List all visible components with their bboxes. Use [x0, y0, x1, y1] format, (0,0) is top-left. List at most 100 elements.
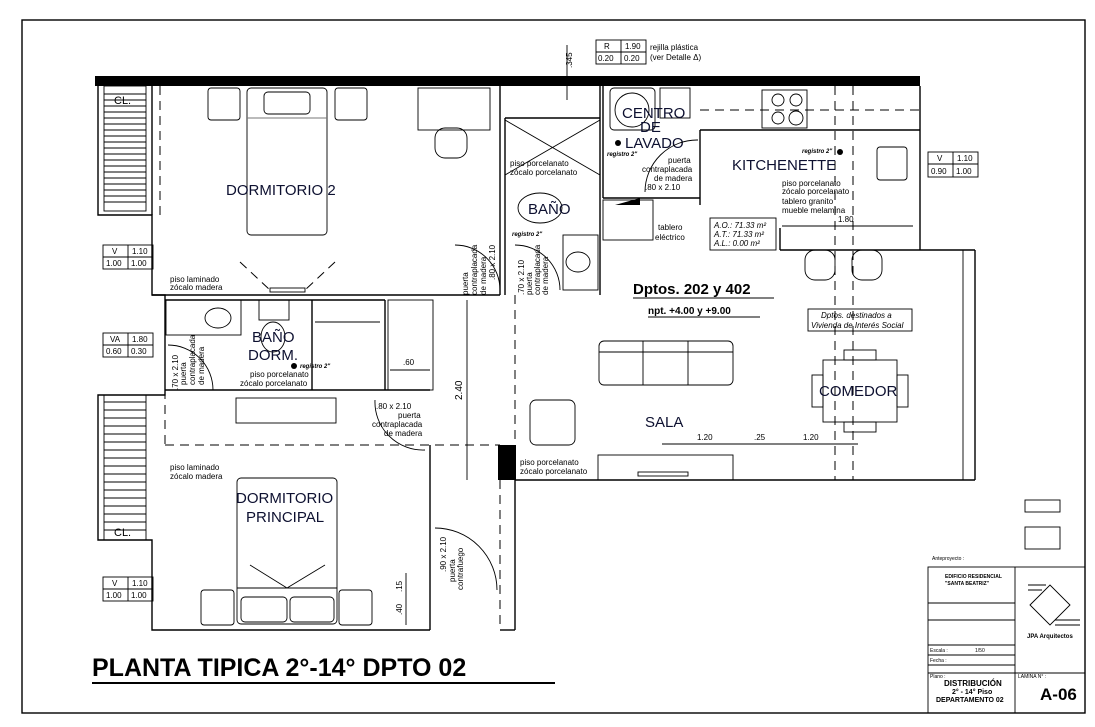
drawing-title: PLANTA TIPICA 2°-14° DPTO 02 — [92, 654, 466, 682]
notes-piso-porcelanato-text: piso porcelanato — [782, 179, 841, 188]
apartment-area-l-text: A.L.: 0.00 m² — [713, 239, 760, 248]
title-block-plano-3-text: DEPARTAMENTO 02 — [936, 697, 1004, 704]
window-tables-4-a-text: 1.00 — [106, 591, 122, 600]
notes-puerta-text: puerta — [461, 272, 470, 295]
sheet-border — [21, 19, 1086, 714]
notes-piso-porcelanato-text: piso porcelanato — [520, 458, 579, 467]
window-tables-2-h-text: 1.10 — [132, 247, 148, 256]
room-label-kitchenette: KITCHENETTE — [732, 157, 836, 174]
title-block: Anteproyecto : EDIFICIO RESIDENCIAL "SAN… — [927, 499, 1086, 714]
window-table-kitchen: V 1.10 0.90 1.00 — [927, 151, 979, 178]
window-table-r: R 1.90 0.20 0.20 rejilla plástica (ver D… — [595, 39, 701, 65]
title-block-fecha-label-text: Fecha : — [930, 658, 947, 664]
title-block-project-2-text: "SANTA BEATRIZ" — [945, 581, 990, 587]
window-tables-1-type-text: V — [937, 154, 943, 163]
rooms-bano-dorm-2-text: DORM. — [248, 347, 298, 364]
laundry-fixtures — [609, 87, 691, 131]
title-block-plano-label-text: Plano : — [930, 674, 946, 680]
dimensions-d120b-text: 1.20 — [803, 433, 819, 442]
rooms-dorm-principal-2-text: PRINCIPAL — [246, 509, 324, 526]
notes-puerta-text: puerta — [448, 559, 457, 582]
window-tables-4-b-text: 1.00 — [131, 591, 147, 600]
window-tables-1-a-text: 0.90 — [931, 167, 947, 176]
apartment-social-1-text: Dptos. destinados a — [821, 311, 892, 320]
notes-de-madera-text: de madera — [384, 429, 423, 438]
notes-contraplacada-text: contraplacada — [470, 244, 479, 295]
rooms-closet-text: CL. — [114, 95, 131, 107]
notes-registro-text: registro 2" — [607, 152, 637, 158]
dimensions-d25-text: .25 — [754, 433, 766, 442]
notes-mueble-melamina-text: mueble melamina — [782, 206, 846, 215]
sink — [876, 146, 908, 181]
window-tables-3-type-text: VA — [110, 335, 121, 344]
window-tables-4-h-text: 1.10 — [132, 579, 148, 588]
window-tables-0-a-text: 0.20 — [598, 54, 614, 63]
sheet-number: A-06 — [1040, 685, 1077, 704]
room-label-dormitorio-2: DORMITORIO 2 — [226, 182, 336, 199]
dimensions-d40-text: .40 — [395, 603, 404, 615]
notes-registro-text: registro 2" — [300, 364, 330, 370]
social-housing-note: Dptos. destinados a Vivienda de Interés … — [807, 308, 913, 332]
top-wall — [95, 76, 920, 86]
bathroom-fixtures — [504, 119, 601, 291]
notes-electrico-text: eléctrico — [655, 233, 685, 242]
window-tables-2-b-text: 1.00 — [131, 259, 147, 268]
notes-contraplacada-text: contraplacada — [533, 244, 542, 295]
notes-zocalo-porcelanato-text: zócalo porcelanato — [782, 187, 850, 196]
title-block-escala-label-text: Escala : — [930, 648, 948, 654]
notes-registro-text: registro 2" — [802, 149, 832, 155]
title-block-escala-text: 1/50 — [975, 648, 985, 654]
apartment-area-t-text: A.T.: 71.33 m² — [713, 230, 764, 239]
window-tables-1-b-text: 1.00 — [956, 167, 972, 176]
notes-puerta-text: puerta — [525, 272, 534, 295]
notes-door-80-text: .80 x 2.10 — [376, 402, 412, 411]
notes-zocalo-porcelanato-text: zócalo porcelanato — [240, 379, 308, 388]
bar-stools — [804, 249, 883, 281]
window-tables-0-h-text: 1.90 — [625, 42, 641, 51]
notes-door-80-text: .80 x 2.10 — [645, 183, 681, 192]
notes-puerta-text: puerta — [668, 156, 691, 165]
dashed-lines — [164, 86, 920, 630]
notes-door-80-text: .80 x 2.10 — [488, 244, 497, 280]
window-tables-1-h-text: 1.10 — [957, 154, 973, 163]
apartment-area-oc-text: A.O.: 71.33 m² — [713, 221, 766, 230]
notes-piso-laminado-text: piso laminado — [170, 463, 220, 472]
window-tables-4-type-text: V — [112, 579, 118, 588]
notes-de-madera-text: de madera — [541, 256, 550, 295]
title-block-anteproyecto-text: Anteproyecto : — [932, 556, 964, 562]
notes-de-madera-text: de madera — [654, 174, 693, 183]
notes-de-madera-text: de madera — [479, 256, 488, 295]
notes-piso-laminado-text: piso laminado — [170, 275, 220, 284]
notes-piso-porcelanato-text: piso porcelanato — [510, 159, 569, 168]
notes-rejilla-1-text: rejilla plástica — [650, 43, 699, 52]
sofa — [529, 340, 734, 481]
apartment-levels: npt. +4.00 y +9.00 — [648, 306, 731, 317]
closet-bottom: CL. — [103, 394, 147, 541]
dining-table — [811, 349, 909, 433]
notes-zocalo-porcelanato-text: zócalo porcelanato — [510, 168, 578, 177]
rooms-closet-text: CL. — [114, 527, 131, 539]
notes-puerta-text: puerta — [398, 411, 421, 420]
window-tables-3-h-text: 1.80 — [132, 335, 148, 344]
window-tables-0-b-text: 0.20 — [624, 54, 640, 63]
title-block-firm-text: JPA Arquitectos — [1027, 634, 1073, 640]
window-tables-3-b-text: 0.30 — [131, 347, 147, 356]
title-block-plano-1-text: DISTRIBUCIÓN — [944, 679, 1002, 688]
dimensions-d60-text: .60 — [403, 358, 415, 367]
title-block-project-1-text: EDIFICIO RESIDENCIAL — [945, 574, 1002, 580]
room-label-sala: SALA — [645, 414, 683, 431]
notes-tablero-text: tablero — [658, 223, 683, 232]
area-summary: A.O.: 71.33 m² A.T.: 71.33 m² A.L.: 0.00… — [709, 217, 777, 251]
notes-zocalo-madera-text: zócalo madera — [170, 472, 223, 481]
bano-dorm-fixtures — [165, 299, 380, 353]
notes-de-madera-text: de madera — [197, 346, 206, 385]
notes-zocalo-madera-text: zócalo madera — [170, 283, 223, 292]
stove — [761, 89, 808, 129]
bed-principal — [200, 477, 373, 626]
notes-puerta-text: puerta — [179, 362, 188, 385]
rooms-centro-1-text: CENTRO — [622, 105, 685, 122]
dimensions-d15-text: .15 — [395, 580, 404, 592]
entry-door-swing — [434, 527, 498, 591]
rooms-bano-text: BAÑO — [528, 201, 571, 218]
notes-door-70-text: .70 x 2.10 — [517, 259, 526, 295]
